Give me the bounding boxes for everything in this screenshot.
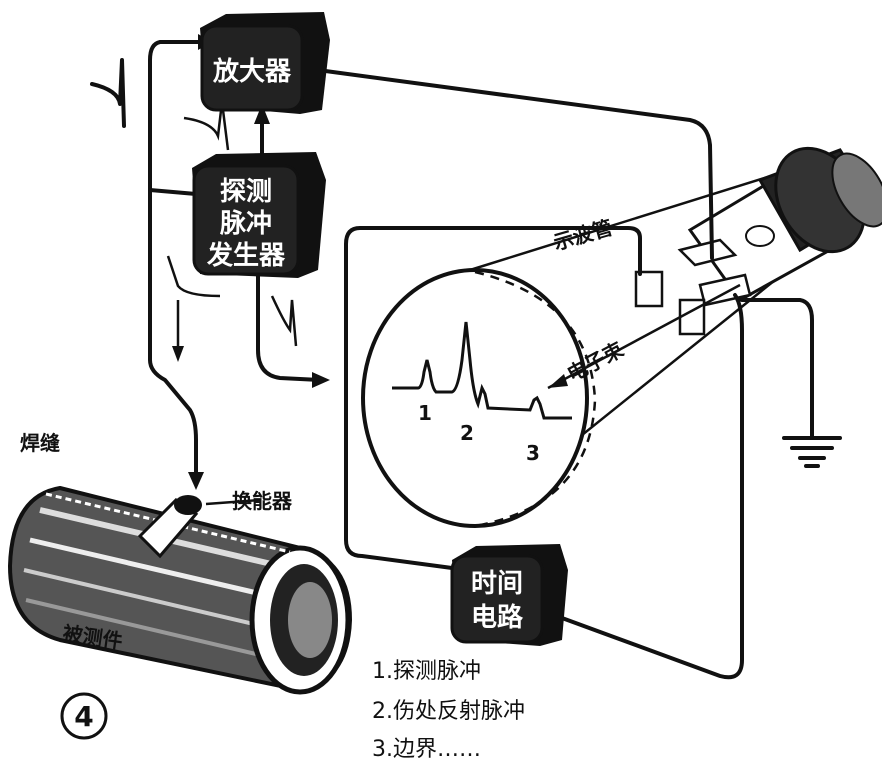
transducer [137,495,261,559]
pulse-generator-label-3: 发生器 [206,240,286,271]
legend-item-2: 2.伤处反射脉冲 [372,699,525,724]
pulse-generator-label-1: 探测 [220,177,272,207]
legend-item-3: 3.边界…… [372,737,481,762]
figure-number: 4 [74,700,93,733]
timing-circuit-block: 时间 电路 [450,544,568,646]
echo-waveform [392,321,572,420]
transducer-label: 换能器 [232,489,293,513]
amplifier-label: 放大器 [212,56,292,87]
peak-mark-1: 1 [418,401,432,425]
peak-mark-3: 3 [526,441,540,465]
pulse-generator-block: 探测 脉冲 发生器 [192,152,326,278]
timing-circuit-label-2: 电路 [471,602,524,633]
legend-item-1: 1.探测脉冲 [372,659,481,684]
legend: 1.探测脉冲 2.伤处反射脉冲 3.边界…… [372,659,525,762]
oscilloscope-label: 示波管 [551,215,615,255]
weld-seam-label: 焊缝 [20,431,60,455]
wiring [148,34,842,680]
oscilloscope-tube [361,146,882,528]
figure-number-badge: 4 [60,692,108,740]
pulse-generator-label-2: 脉冲 [220,209,272,239]
amplifier-block: 放大器 [200,12,330,114]
pulse-sketches [90,58,298,347]
timing-circuit-label-1: 时间 [471,569,523,599]
tube-cylinder [745,146,882,254]
test-piece-pipe [7,485,353,695]
peak-mark-2: 2 [460,421,474,445]
deflection-plates [634,238,752,336]
